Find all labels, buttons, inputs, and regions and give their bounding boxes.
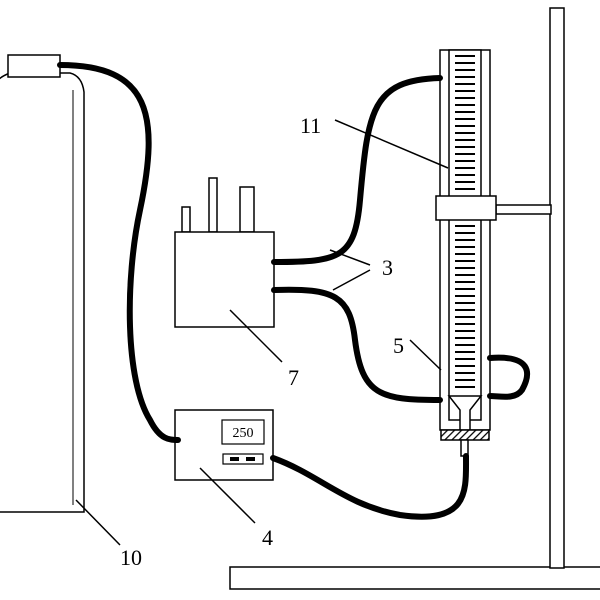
reaction-vessel <box>174 177 275 328</box>
label-vessel: 7 <box>288 365 299 390</box>
label-hoses: 3 <box>382 255 393 280</box>
leader-line-3-lower <box>332 269 371 291</box>
controller-button-bar <box>222 453 264 465</box>
leader-line-7 <box>229 309 283 363</box>
hose-vessel-to-column <box>271 286 443 403</box>
cylinder-valve-cap <box>7 54 61 78</box>
controller-button-left <box>230 457 239 461</box>
stand-rod <box>549 7 565 569</box>
hose-vessel-to-condenser <box>271 75 443 265</box>
column-assembly <box>435 49 497 457</box>
column-clamp-block <box>435 195 497 221</box>
leader-line-3-upper <box>329 249 371 266</box>
label-condenser: 11 <box>300 113 321 138</box>
hose-controller-to-column <box>270 453 470 520</box>
leader-lines <box>75 119 449 546</box>
hose-column-loop <box>487 354 531 400</box>
controller-button-right <box>246 457 255 461</box>
label-column: 5 <box>393 333 404 358</box>
vessel-tube-middle <box>208 177 218 233</box>
stand-base <box>229 566 600 590</box>
controller-display-text: 250 <box>233 426 254 441</box>
leader-line-11 <box>334 119 449 169</box>
cylinder-body <box>0 72 85 513</box>
controller-box: 250 <box>174 409 274 481</box>
leader-line-4 <box>199 467 256 524</box>
stand-clamp-arm <box>495 204 552 215</box>
label-cylinder: 10 <box>120 545 142 570</box>
controller-display-frame <box>221 419 265 445</box>
vessel-body <box>174 231 275 328</box>
hose-cylinder-to-controller <box>57 62 181 443</box>
vessel-tube-left <box>181 206 191 233</box>
column-rungs <box>455 55 475 388</box>
leader-line-5 <box>409 339 442 371</box>
leader-line-10 <box>75 499 121 546</box>
hoses <box>57 62 531 520</box>
label-controller: 4 <box>262 525 273 550</box>
gas-cylinder <box>0 54 85 513</box>
retort-stand <box>229 7 600 590</box>
vessel-tube-right <box>239 186 255 233</box>
column-frit <box>440 429 490 441</box>
